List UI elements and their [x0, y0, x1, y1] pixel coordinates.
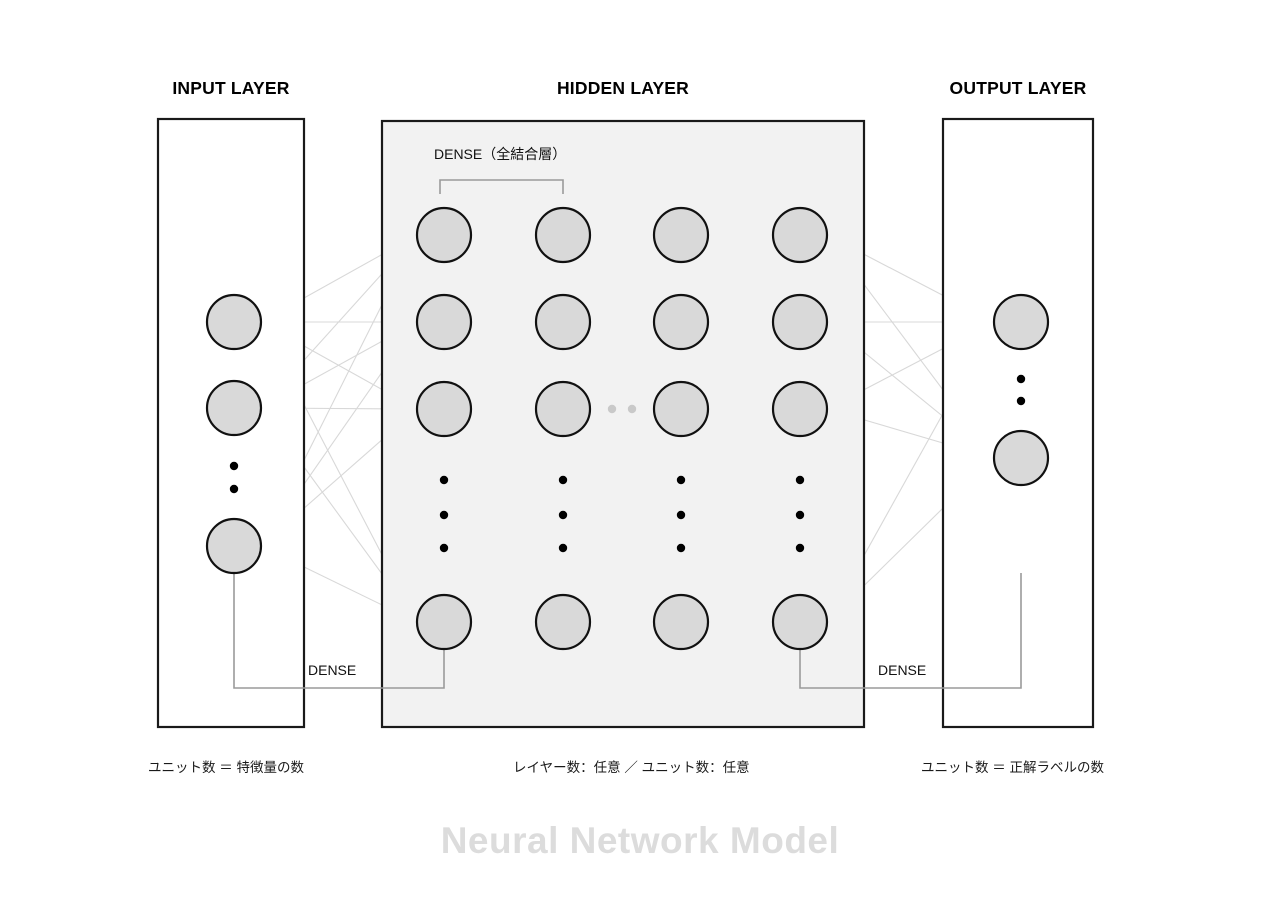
hidden-node [771, 380, 829, 438]
hidden-node [771, 293, 829, 351]
dense-right-label: DENSE [878, 662, 927, 678]
hidden-ellipsis-dot [558, 543, 568, 553]
output-node [992, 429, 1050, 487]
output-layer-box [941, 117, 1095, 729]
hidden-ellipsis-dot [558, 475, 568, 485]
hidden-column-ellipsis-dot [607, 404, 617, 414]
ellipsis-dots [229, 374, 1026, 553]
hidden-layer-title: HIDDEN LAYER [556, 78, 690, 98]
hidden-ellipsis-dot [439, 543, 449, 553]
input-layer-title: INPUT LAYER [172, 78, 290, 98]
hidden-node [771, 593, 829, 651]
dense-left-bracket [233, 573, 445, 689]
hidden-node [415, 293, 473, 351]
hidden-ellipsis-dot [795, 543, 805, 553]
output-ellipsis-dot [1016, 374, 1026, 384]
input-ellipsis-dot [229, 461, 239, 471]
hidden-column-ellipsis-dot [627, 404, 637, 414]
dense-left-label: DENSE [308, 662, 357, 678]
hidden-ellipsis-dot [795, 510, 805, 520]
hidden-ellipsis-dot [558, 510, 568, 520]
hidden-node [534, 206, 592, 264]
network-nodes [205, 206, 1050, 651]
watermark-title: Neural Network Model [440, 820, 840, 861]
input-node [205, 517, 263, 575]
output-layer-caption: ユニット数 ＝ 正解ラベルの数 [921, 760, 1105, 775]
dense-right-bracket [799, 573, 1022, 689]
hidden-ellipsis-dot [439, 475, 449, 485]
output-layer-title: OUTPUT LAYER [949, 78, 1087, 98]
hidden-node [652, 293, 710, 351]
layer-boxes [156, 117, 1095, 729]
hidden-layer-caption: レイヤー数：任意 ／ ユニット数：任意 [513, 760, 750, 775]
hidden-node [415, 206, 473, 264]
hidden-node [534, 380, 592, 438]
input-node [205, 379, 263, 437]
output-node [992, 293, 1050, 351]
input-node [205, 293, 263, 351]
dense-top-bracket [439, 179, 564, 194]
hidden-node [534, 593, 592, 651]
dense-brackets [233, 179, 1022, 689]
input-layer-caption: ユニット数 ＝ 特徴量の数 [148, 760, 305, 775]
hidden-ellipsis-dot [676, 510, 686, 520]
hidden-ellipsis-dot [439, 510, 449, 520]
hidden-node [415, 380, 473, 438]
hidden-node [771, 206, 829, 264]
dense-hidden-top-label: DENSE（全結合層） [434, 146, 567, 162]
hidden-node [652, 206, 710, 264]
hidden-node [534, 293, 592, 351]
input-ellipsis-dot [229, 484, 239, 494]
output-ellipsis-dot [1016, 396, 1026, 406]
hidden-node [652, 593, 710, 651]
hidden-ellipsis-dot [676, 543, 686, 553]
hidden-node [415, 593, 473, 651]
hidden-ellipsis-dot [676, 475, 686, 485]
hidden-ellipsis-dot [795, 475, 805, 485]
hidden-node [652, 380, 710, 438]
